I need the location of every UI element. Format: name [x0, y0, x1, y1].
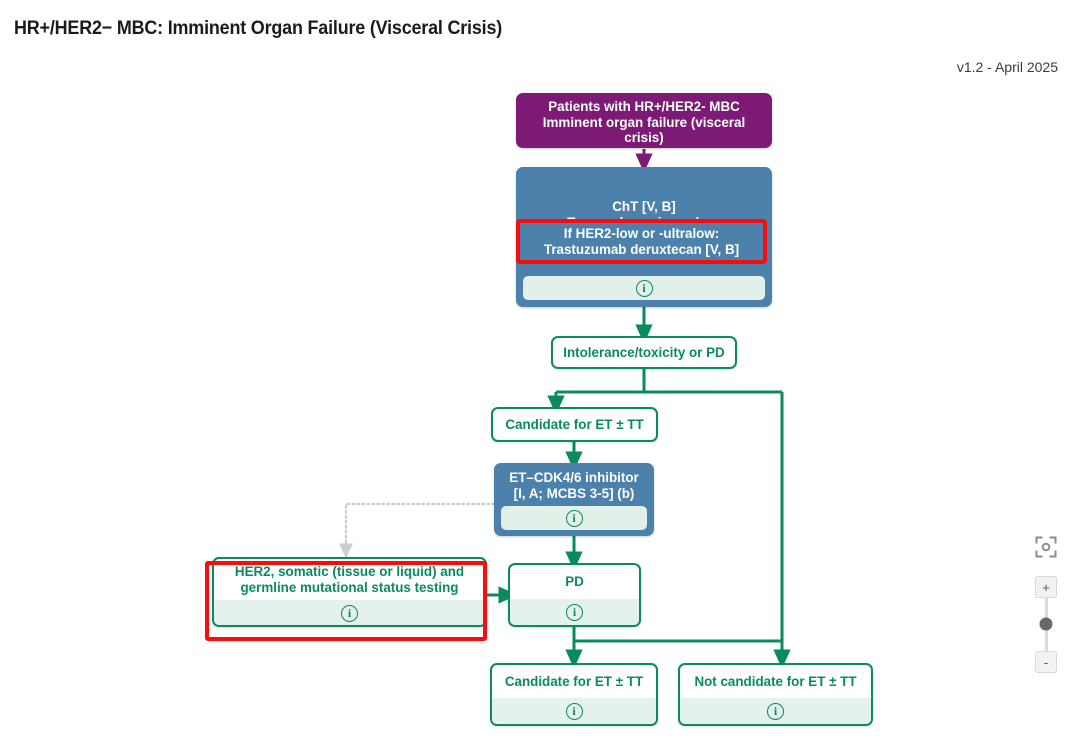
node-not-candidate-infobar[interactable]: i [680, 698, 871, 724]
node-intolerance-toxicity-pd[interactable]: Intolerance/toxicity or PD [551, 336, 737, 369]
annotation-her2-testing-box [205, 561, 487, 641]
info-icon[interactable]: i [767, 702, 784, 720]
node-candidate-et-tt-lower[interactable]: Candidate for ET ± TT i [490, 663, 658, 726]
node-start-label: Patients with HR+/HER2- MBC Imminent org… [542, 99, 746, 146]
info-icon[interactable]: i [635, 279, 653, 297]
node-her2-testing-label: HER2, somatic (tissue or liquid) and ger… [234, 564, 465, 595]
node-pd-label: PD [565, 574, 584, 590]
zoom-controls[interactable]: + - [1034, 536, 1058, 673]
node-et-cdk46-label: ET–CDK4/6 inhibitor [I, A; MCBS 3-5] (b) [509, 470, 639, 501]
info-icon[interactable]: i [566, 603, 583, 621]
node-her2-somatic-germline-testing[interactable]: HER2, somatic (tissue or liquid) and ger… [212, 557, 487, 627]
node-start-patients[interactable]: Patients with HR+/HER2- MBC Imminent org… [516, 93, 772, 148]
node-intolerance-label: Intolerance/toxicity or PD [563, 344, 725, 360]
fit-to-view-icon[interactable] [1035, 536, 1057, 558]
node-candidate-lower-label: Candidate for ET ± TT [504, 673, 644, 689]
info-icon[interactable]: i [565, 509, 583, 527]
node-her2-testing-infobar[interactable]: i [214, 600, 485, 625]
node-not-candidate-label: Not candidate for ET ± TT [694, 673, 857, 689]
node-et-cdk46-infobar[interactable]: i [501, 506, 647, 531]
node-not-candidate-et-tt[interactable]: Not candidate for ET ± TT i [678, 663, 873, 726]
annotation-her2-low-overlay: If HER2-low or -ultralow: Trastuzumab de… [516, 219, 767, 264]
info-icon[interactable]: i [565, 702, 583, 720]
node-cht-infobar[interactable]: i [523, 276, 765, 300]
node-candidate-upper-label: Candidate for ET ± TT [505, 416, 644, 432]
node-candidate-lower-infobar[interactable]: i [492, 698, 656, 724]
node-et-cdk46-inhibitor[interactable]: ET–CDK4/6 inhibitor [I, A; MCBS 3-5] (b)… [494, 463, 654, 536]
zoom-slider-handle[interactable] [1039, 617, 1053, 631]
zoom-in-button[interactable]: + [1035, 576, 1057, 598]
info-icon[interactable]: i [341, 604, 358, 622]
node-candidate-et-tt-upper[interactable]: Candidate for ET ± TT [491, 407, 658, 442]
node-pd-infobar[interactable]: i [510, 599, 639, 625]
version-label: v1.2 - April 2025 [956, 59, 1058, 75]
zoom-out-button[interactable]: - [1035, 651, 1057, 673]
page-title: HR+/HER2− MBC: Imminent Organ Failure (V… [14, 17, 503, 39]
zoom-slider-track[interactable] [1039, 598, 1053, 651]
annotation-her2-low-label: If HER2-low or -ultralow: Trastuzumab de… [543, 225, 740, 257]
node-pd[interactable]: PD i [508, 563, 641, 627]
